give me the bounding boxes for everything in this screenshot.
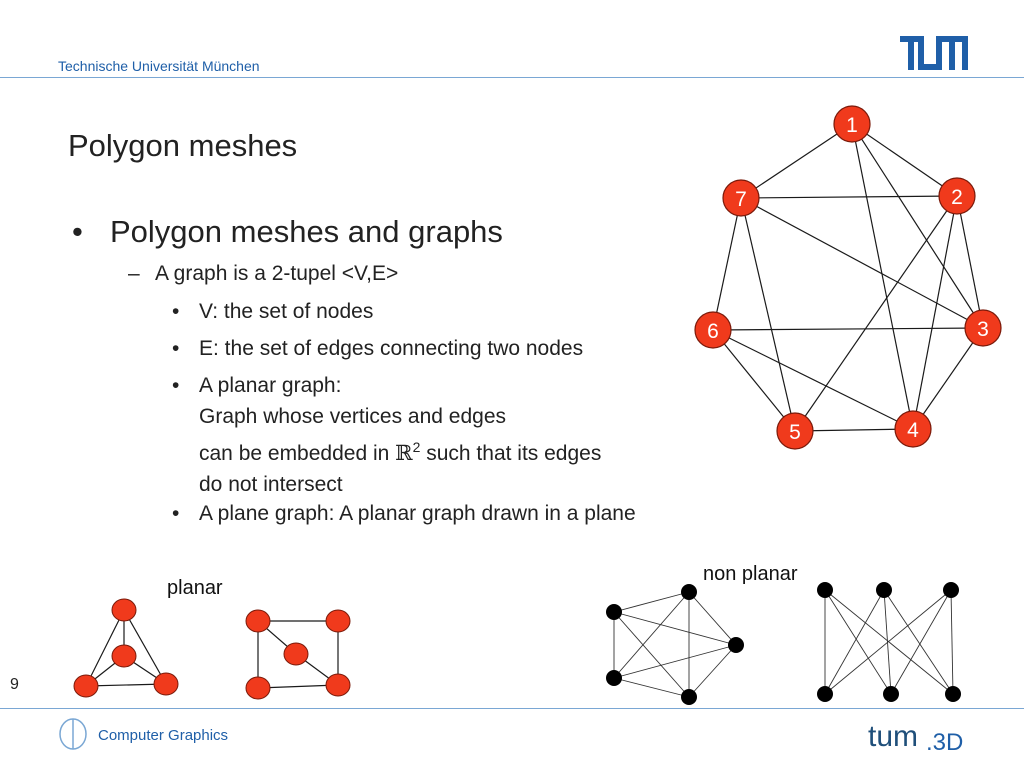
bullet-nodes: V: the set of nodes: [199, 300, 374, 323]
graph-node: [945, 686, 961, 702]
svg-text:tum: tum: [868, 720, 918, 753]
graph-node-2: 2: [938, 177, 976, 215]
globe-icon: [59, 718, 87, 750]
graph-node-4: 4: [894, 410, 932, 448]
planar-label: planar: [167, 577, 223, 599]
bullet-edges: E: the set of edges connecting two nodes: [199, 337, 584, 360]
svg-text:7: 7: [735, 188, 747, 211]
graph-node: [728, 637, 744, 653]
k33-non-planar-graph: [817, 582, 961, 702]
bullet-dot-l3: •: [172, 374, 180, 397]
bullet-dot-l3: •: [172, 502, 180, 525]
graph-node: [325, 609, 351, 633]
bullet-graph-definition: A graph is a 2-tupel <V,E>: [155, 262, 399, 285]
svg-text:.3D: .3D: [926, 729, 963, 754]
planar-line-3-text: can be embedded in: [199, 442, 396, 465]
svg-text:5: 5: [789, 421, 801, 444]
bullet-polygon-meshes: Polygon meshes and graphs: [110, 214, 503, 249]
page-title: Polygon meshes: [68, 128, 298, 163]
graph-node: [876, 582, 892, 598]
bullet-dot-l3: •: [172, 337, 180, 360]
graph-node-5: 5: [776, 412, 814, 450]
bullet-dot-l3: •: [172, 300, 180, 323]
graph-node: [73, 674, 99, 698]
graph-node: [943, 582, 959, 598]
tum-logo: [900, 36, 968, 70]
svg-text:2: 2: [951, 186, 963, 209]
complete-graph-diagram: 1 2 3 4 5 6 7: [694, 105, 1002, 450]
svg-text:6: 6: [707, 320, 719, 343]
bullet-dot-l1: •: [72, 214, 83, 249]
planar-line-1: A planar graph:: [199, 374, 342, 397]
planar-line-3-rest: such that its edges: [420, 442, 602, 465]
graph-node: [606, 670, 622, 686]
graph-node: [245, 676, 271, 700]
svg-text:4: 4: [907, 419, 919, 442]
graph-node: [817, 686, 833, 702]
planar-line-2: Graph whose vertices and edges: [199, 405, 507, 428]
graph-node-3: 3: [964, 309, 1002, 347]
header-divider: [0, 77, 1024, 78]
graph-node-7: 7: [722, 179, 760, 217]
planar-line-4: do not intersect: [199, 473, 343, 496]
exponent: 2: [412, 439, 421, 455]
graph-node: [606, 604, 622, 620]
footer-course-label: Computer Graphics: [98, 727, 229, 744]
graph-node: [325, 673, 351, 697]
graph-node: [153, 672, 179, 696]
dash-l2: –: [128, 262, 140, 285]
graph-node-1: 1: [833, 105, 871, 143]
graph-node: [111, 598, 137, 622]
bullet-planar-graph: A planar graph: Graph whose vertices and…: [199, 370, 601, 500]
graph-node: [111, 644, 137, 668]
tum-3d-logo: tum .3D: [868, 720, 963, 754]
university-name: Technische Universität München: [58, 58, 260, 74]
graph-node: [883, 686, 899, 702]
graph-nodes: 1 2 3 4 5 6 7: [694, 105, 1002, 450]
bullet-plane-graph: A plane graph: A planar graph drawn in a…: [199, 502, 636, 525]
graph-node: [681, 689, 697, 705]
non-planar-label: non planar: [703, 563, 798, 585]
planar-square-graph: [245, 609, 351, 700]
graph-node: [681, 584, 697, 600]
planar-line-3: can be embedded in ℝ2 such that its edge…: [199, 432, 601, 469]
svg-text:3: 3: [977, 318, 989, 341]
svg-text:1: 1: [846, 114, 858, 137]
graph-node-6: 6: [694, 311, 732, 349]
footer-divider: [0, 708, 1024, 709]
page-number: 9: [10, 676, 19, 693]
k5-non-planar-graph: [606, 584, 744, 705]
graph-node: [817, 582, 833, 598]
graph-node: [283, 642, 309, 666]
planar-triangle-graph: [73, 598, 179, 698]
real-numbers-symbol: ℝ: [395, 441, 413, 465]
graph-node: [245, 609, 271, 633]
